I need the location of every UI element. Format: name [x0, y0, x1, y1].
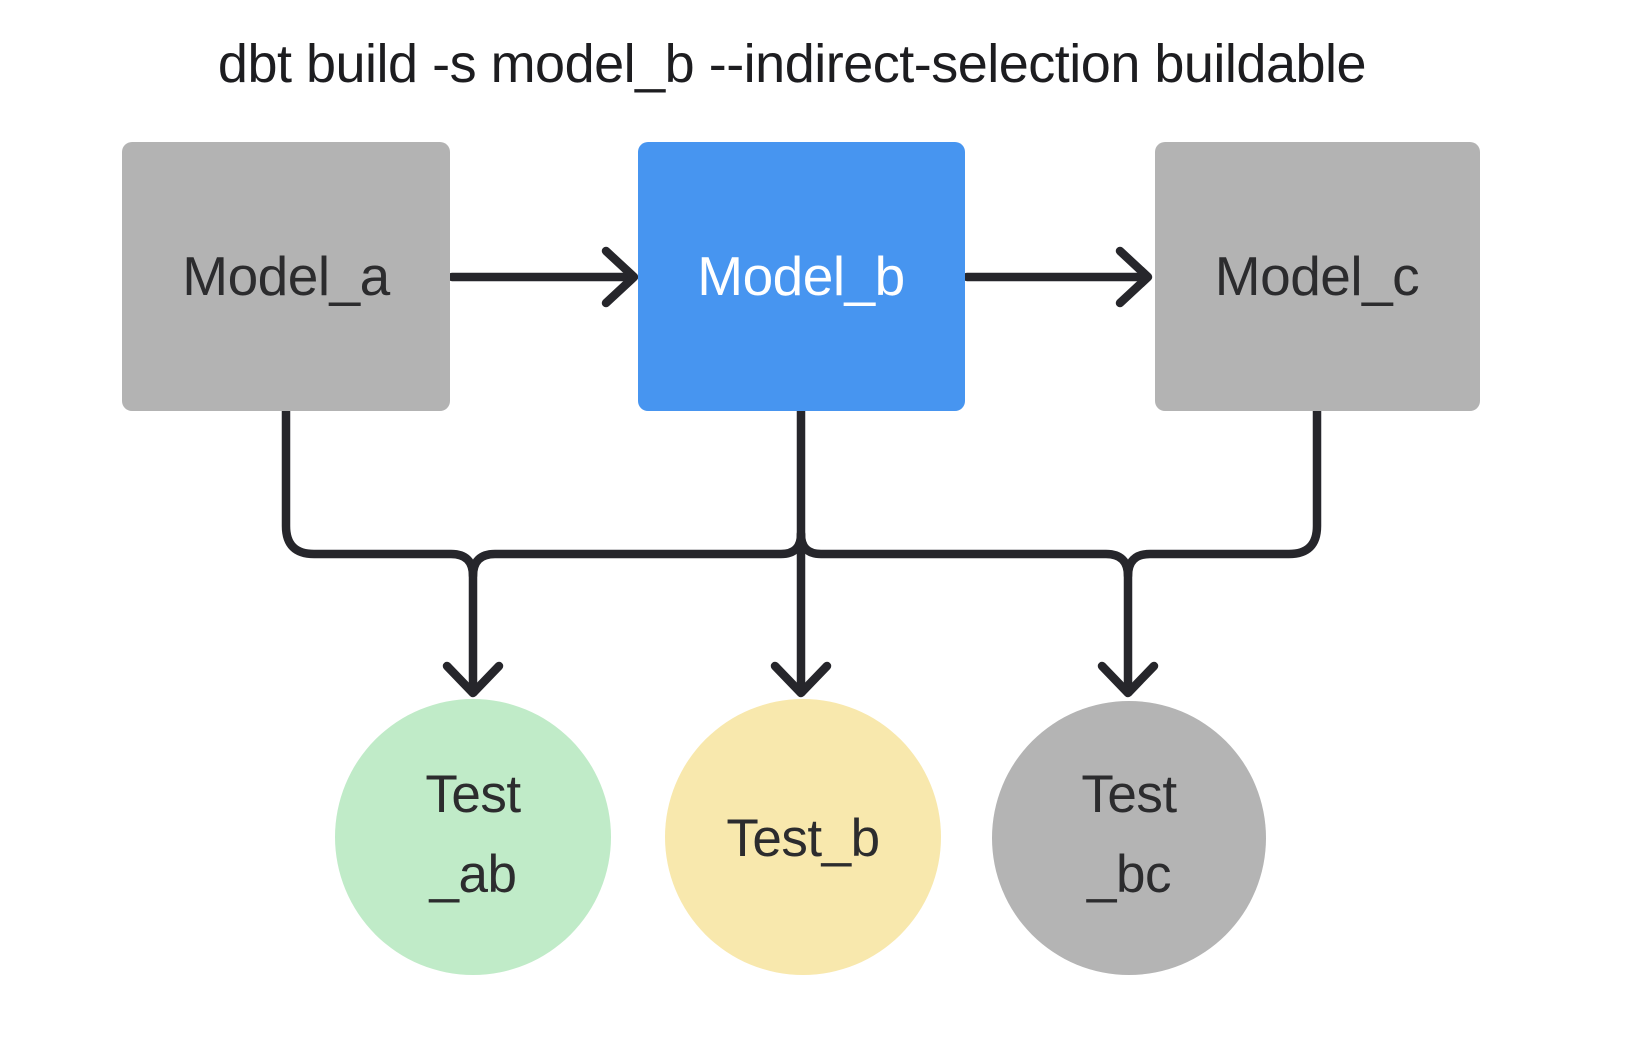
connector-bus-left: [468, 529, 806, 581]
node-model-a: Model_a: [122, 142, 450, 411]
arrowhead-test-b-icon: [770, 661, 832, 698]
test-ab-circle: [335, 699, 611, 975]
test-bc-circle: [992, 701, 1266, 975]
model-a-label: Model_a: [182, 245, 390, 307]
node-test-ab: Test _ab: [335, 699, 611, 975]
arrowhead-test-ab-icon: [442, 661, 504, 698]
diagram-title: dbt build -s model_b --indirect-selectio…: [218, 34, 1366, 94]
connector-model-a-to-test-ab: [281, 406, 478, 695]
arrowhead-model-b-icon: [601, 246, 639, 308]
model-b-box: [638, 142, 965, 411]
model-a-box: [122, 142, 450, 411]
model-c-label: Model_c: [1215, 245, 1419, 307]
arrowhead-test-bc-icon: [1097, 661, 1159, 698]
connector-bus-right: [796, 529, 1133, 581]
model-c-box: [1155, 142, 1480, 411]
test-ab-label-line2: _ab: [429, 845, 517, 904]
test-b-circle: [665, 699, 941, 975]
model-b-label: Model_b: [697, 245, 904, 307]
arrowhead-model-c-icon: [1115, 246, 1153, 308]
test-bc-label-line2: _bc: [1086, 845, 1171, 904]
node-model-b: Model_b: [638, 142, 965, 411]
node-model-c: Model_c: [1155, 142, 1480, 411]
node-test-bc: Test _bc: [992, 701, 1266, 975]
test-bc-label-line1: Test: [1081, 765, 1177, 824]
connector-model-c-to-test-bc: [1123, 406, 1322, 695]
test-b-label: Test_b: [726, 809, 879, 868]
node-test-b: Test_b: [665, 699, 941, 975]
test-ab-label-line1: Test: [425, 765, 521, 824]
